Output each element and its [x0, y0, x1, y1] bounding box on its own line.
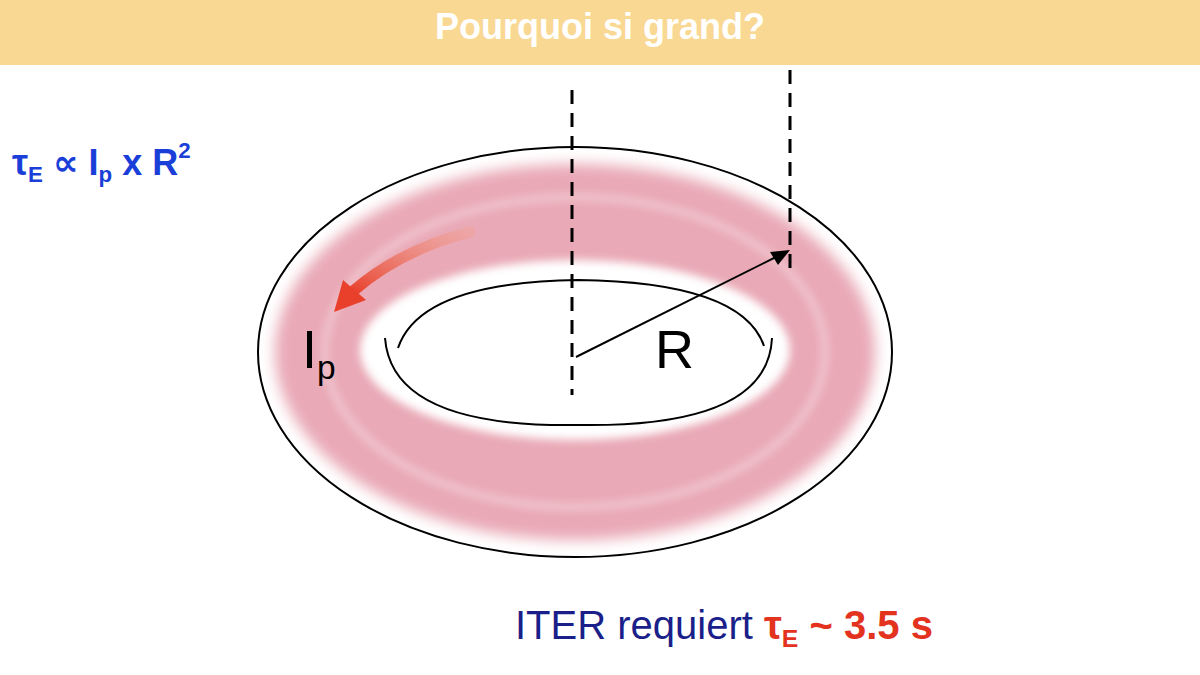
- plasma-highlight: [325, 197, 825, 507]
- title-text: Pourquoi si grand?: [435, 6, 765, 47]
- current-arrowhead: [334, 280, 366, 312]
- formula: τE ∝ Ip x R2: [12, 138, 191, 188]
- label-text: ITER requiert: [515, 603, 764, 647]
- label-text: I: [302, 319, 317, 379]
- hole-lower-edge: [385, 338, 772, 425]
- label-text: x R: [112, 142, 178, 183]
- label-text: R: [655, 319, 694, 379]
- label-text: τ: [12, 142, 28, 183]
- label-text: ∝ I: [43, 142, 99, 183]
- plasma: [275, 164, 875, 540]
- current-label: Ip: [302, 318, 336, 387]
- label-text: τ: [764, 603, 782, 647]
- torus-hole: [360, 260, 790, 440]
- radius-arrowhead: [770, 250, 790, 265]
- torus-outline: [258, 147, 892, 557]
- label-text: p: [99, 162, 113, 187]
- label-text: E: [28, 162, 43, 187]
- label-text: E: [782, 625, 799, 652]
- requirement: ITER requiert τE ~ 3.5 s: [515, 603, 933, 653]
- radius-line: [789, 70, 792, 275]
- axis-line: [571, 90, 574, 395]
- title-band: [0, 0, 1200, 65]
- label-text: p: [317, 349, 336, 386]
- label-text: 2: [178, 138, 190, 163]
- label-text: ~ 3.5 s: [798, 603, 933, 647]
- slide-title: Pourquoi si grand?: [0, 6, 1200, 48]
- radius-label: R: [655, 318, 694, 380]
- current-arrow: [352, 232, 470, 292]
